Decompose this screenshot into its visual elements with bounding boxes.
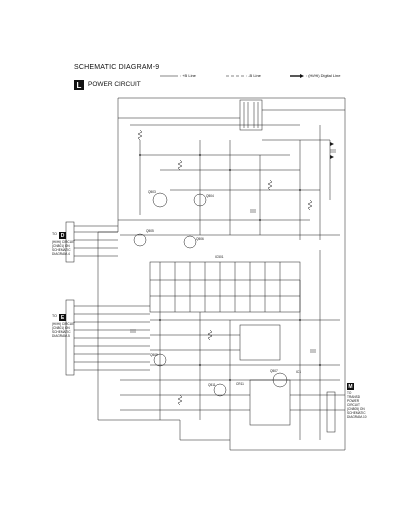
label-q507: Q507 [270,369,278,373]
resistor [207,329,213,341]
transistor-q509 [153,353,167,367]
resistor [137,129,143,141]
page-title: SCHEMATIC DIAGRAM-9 [74,64,160,71]
transistor-q507 [272,372,288,388]
transistor-q505 [133,233,147,247]
label-q505: Q505 [146,229,154,233]
ic-block-main [149,261,301,313]
transistor-q511 [213,383,227,397]
resistor [267,179,273,191]
junction-dots [139,154,321,381]
label-q503: Q503 [148,190,156,194]
capacitor [310,349,316,353]
resistor [177,159,183,171]
legend-digital-line: : (Hi/Hi) Digital Line [306,73,341,78]
transistor-q506 [183,235,197,249]
transistor-q503 [152,192,168,208]
transformer-block [239,99,263,131]
connector-block-m [326,391,336,433]
connector-block-d [65,221,75,263]
legend-swatches [160,74,304,78]
outline-top-right [118,97,346,451]
digital-arrows [330,142,334,159]
label-q504: Q504 [206,194,214,198]
connector-block-e [65,299,75,376]
legend-b-minus-line: : -B Line [246,73,261,78]
outline-left-bottom [97,232,231,450]
section-letter-badge: L [74,80,84,90]
label-cr11: CR11 [236,382,244,386]
legend-b-line: : +B Line [180,73,196,78]
capacitor [130,329,136,333]
resistor [307,199,313,211]
label-ic501: IC501 [215,255,224,259]
capacitor [250,209,256,213]
ic-block-secondary [239,324,281,361]
label-q506: Q506 [196,237,204,241]
transistor-q504 [193,193,207,207]
label-ic1: IC1 [296,370,301,374]
resistor [177,394,183,406]
label-q511: Q511 [208,383,216,387]
line-legend: : +B Line : -B Line : (Hi/Hi) Digital Li… [160,73,360,81]
capacitor [330,149,336,153]
label-q509: Q509 [150,353,158,357]
outline-left-top [98,98,119,233]
ic-block-lower [249,379,291,426]
section-title: POWER CIRCUIT [88,81,141,88]
